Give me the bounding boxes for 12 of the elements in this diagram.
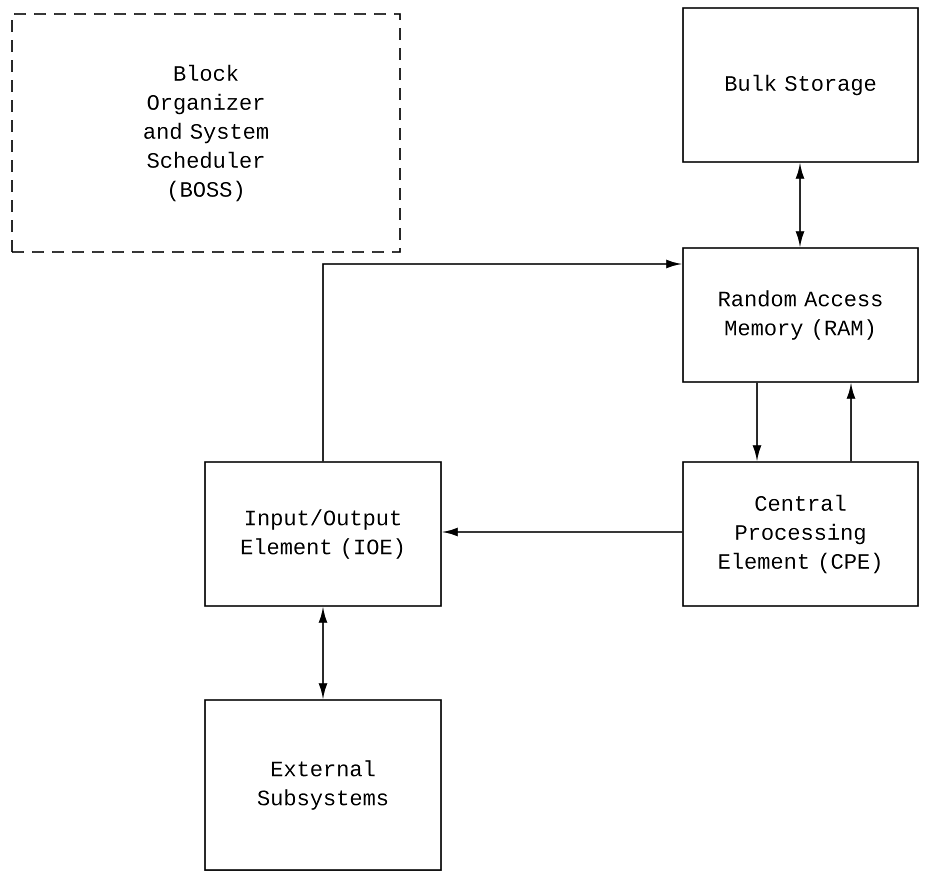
arrow — [322, 260, 679, 462]
block-box: External Subsystems — [204, 699, 442, 871]
dashed-box: Block Organizer and System Scheduler (BOSS) — [11, 13, 401, 253]
arrow — [752, 382, 762, 458]
arrow — [318, 610, 328, 696]
arrow — [846, 386, 856, 462]
arrow — [445, 528, 682, 536]
block-box: Input/Output Element (IOE) — [204, 461, 442, 607]
block-box: Random Access Memory (RAM) — [682, 247, 919, 383]
block-box: Bulk Storage — [682, 7, 919, 163]
arrow — [796, 166, 804, 244]
block-box: Central Processing Element (CPE) — [682, 461, 919, 607]
